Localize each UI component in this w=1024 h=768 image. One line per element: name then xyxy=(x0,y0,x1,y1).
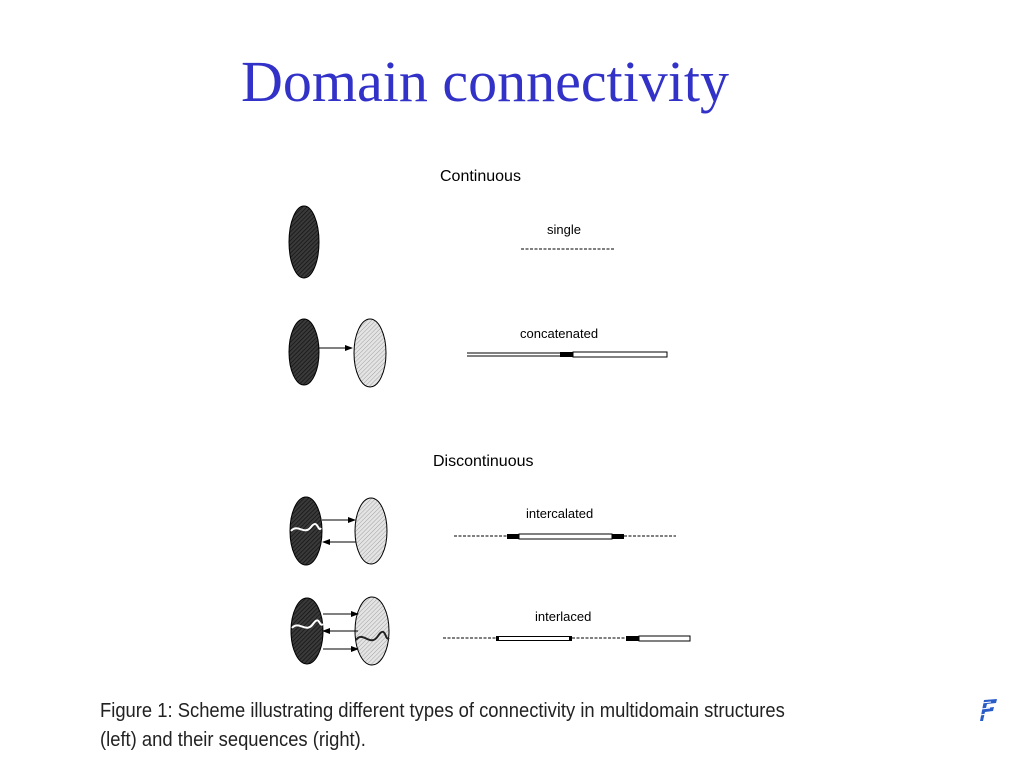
sequence-interlaced xyxy=(443,635,691,642)
dark-domain-ellipse xyxy=(288,318,320,386)
light-domain-ellipse xyxy=(353,318,387,388)
chain-break-line xyxy=(290,523,322,532)
corner-logo-icon xyxy=(979,699,997,721)
caption-line-1: Figure 1: Scheme illustrating different … xyxy=(100,700,785,722)
dark-domain-ellipse xyxy=(290,597,324,665)
sequence-intercalated xyxy=(454,533,676,540)
label-single: single xyxy=(547,222,581,237)
label-interlaced: interlaced xyxy=(535,609,591,624)
light-domain-ellipse xyxy=(354,596,390,666)
dark-domain-ellipse xyxy=(288,205,320,279)
single-domain-diagram xyxy=(288,205,320,279)
section-heading-continuous: Continuous xyxy=(440,168,521,185)
chain-break-line xyxy=(355,630,390,642)
light-domain-ellipse xyxy=(354,497,388,565)
concatenated-domain-diagram xyxy=(288,318,387,388)
slide-title: Domain connectivity xyxy=(240,49,730,114)
label-intercalated: intercalated xyxy=(526,506,593,521)
interlaced-domain-diagram xyxy=(290,596,390,666)
chain-break-line xyxy=(291,619,324,629)
figure-caption: Figure 1: Scheme illustrating different … xyxy=(100,697,836,755)
caption-line-2: (left) and their sequences (right). xyxy=(100,729,366,751)
intercalated-domain-diagram xyxy=(289,496,388,566)
label-concatenated: concatenated xyxy=(520,326,598,341)
sequence-concatenated xyxy=(467,351,668,358)
section-heading-discontinuous: Discontinuous xyxy=(433,453,534,470)
